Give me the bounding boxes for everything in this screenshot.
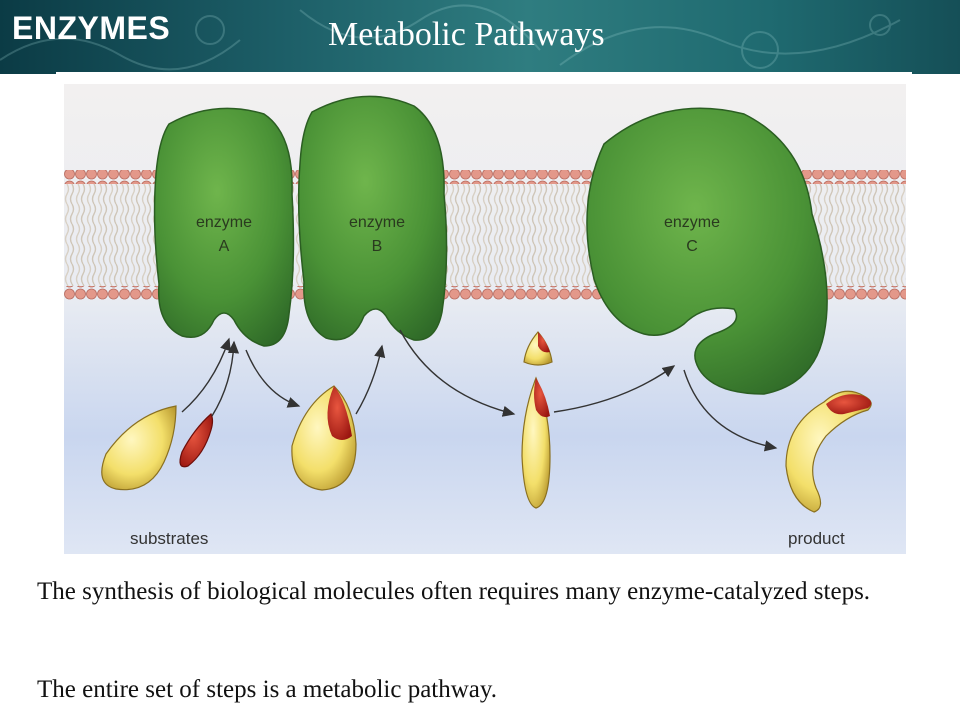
header-texture xyxy=(0,4,901,71)
intermediate-molecule-2-bottom xyxy=(521,376,551,509)
caption-1: The synthesis of biological molecules of… xyxy=(37,578,871,605)
substrate-molecule-yellow xyxy=(101,405,177,491)
enzyme-b-shape xyxy=(297,95,448,341)
caption-2: The entire set of steps is a metabolic p… xyxy=(37,676,498,703)
enzyme-a-shape xyxy=(153,107,295,347)
enzyme-b-letter: B xyxy=(372,238,383,255)
metabolic-pathway-diagram: enzyme A enzyme B enzyme C substrates xyxy=(64,84,906,554)
intermediate-molecule-1 xyxy=(291,385,357,491)
enzyme-c-shape xyxy=(586,107,828,395)
enzyme-c-letter: C xyxy=(686,238,698,255)
slide-header: ENZYMES Metabolic Pathways xyxy=(0,0,960,74)
intermediate-molecule-2-top xyxy=(523,331,553,366)
substrate-molecule-red xyxy=(179,413,214,468)
product-molecule xyxy=(785,390,872,513)
enzyme-a-word: enzyme xyxy=(196,214,252,231)
enzyme-c-word: enzyme xyxy=(664,214,720,231)
brand-title: ENZYMES xyxy=(12,10,171,46)
substrates-label: substrates xyxy=(130,529,208,548)
page-title: Metabolic Pathways xyxy=(328,16,605,53)
header-divider xyxy=(56,72,912,74)
pathway-arrows xyxy=(181,329,778,452)
enzyme-b-word: enzyme xyxy=(349,214,405,231)
product-label: product xyxy=(788,529,845,548)
enzyme-a-letter: A xyxy=(219,238,230,255)
